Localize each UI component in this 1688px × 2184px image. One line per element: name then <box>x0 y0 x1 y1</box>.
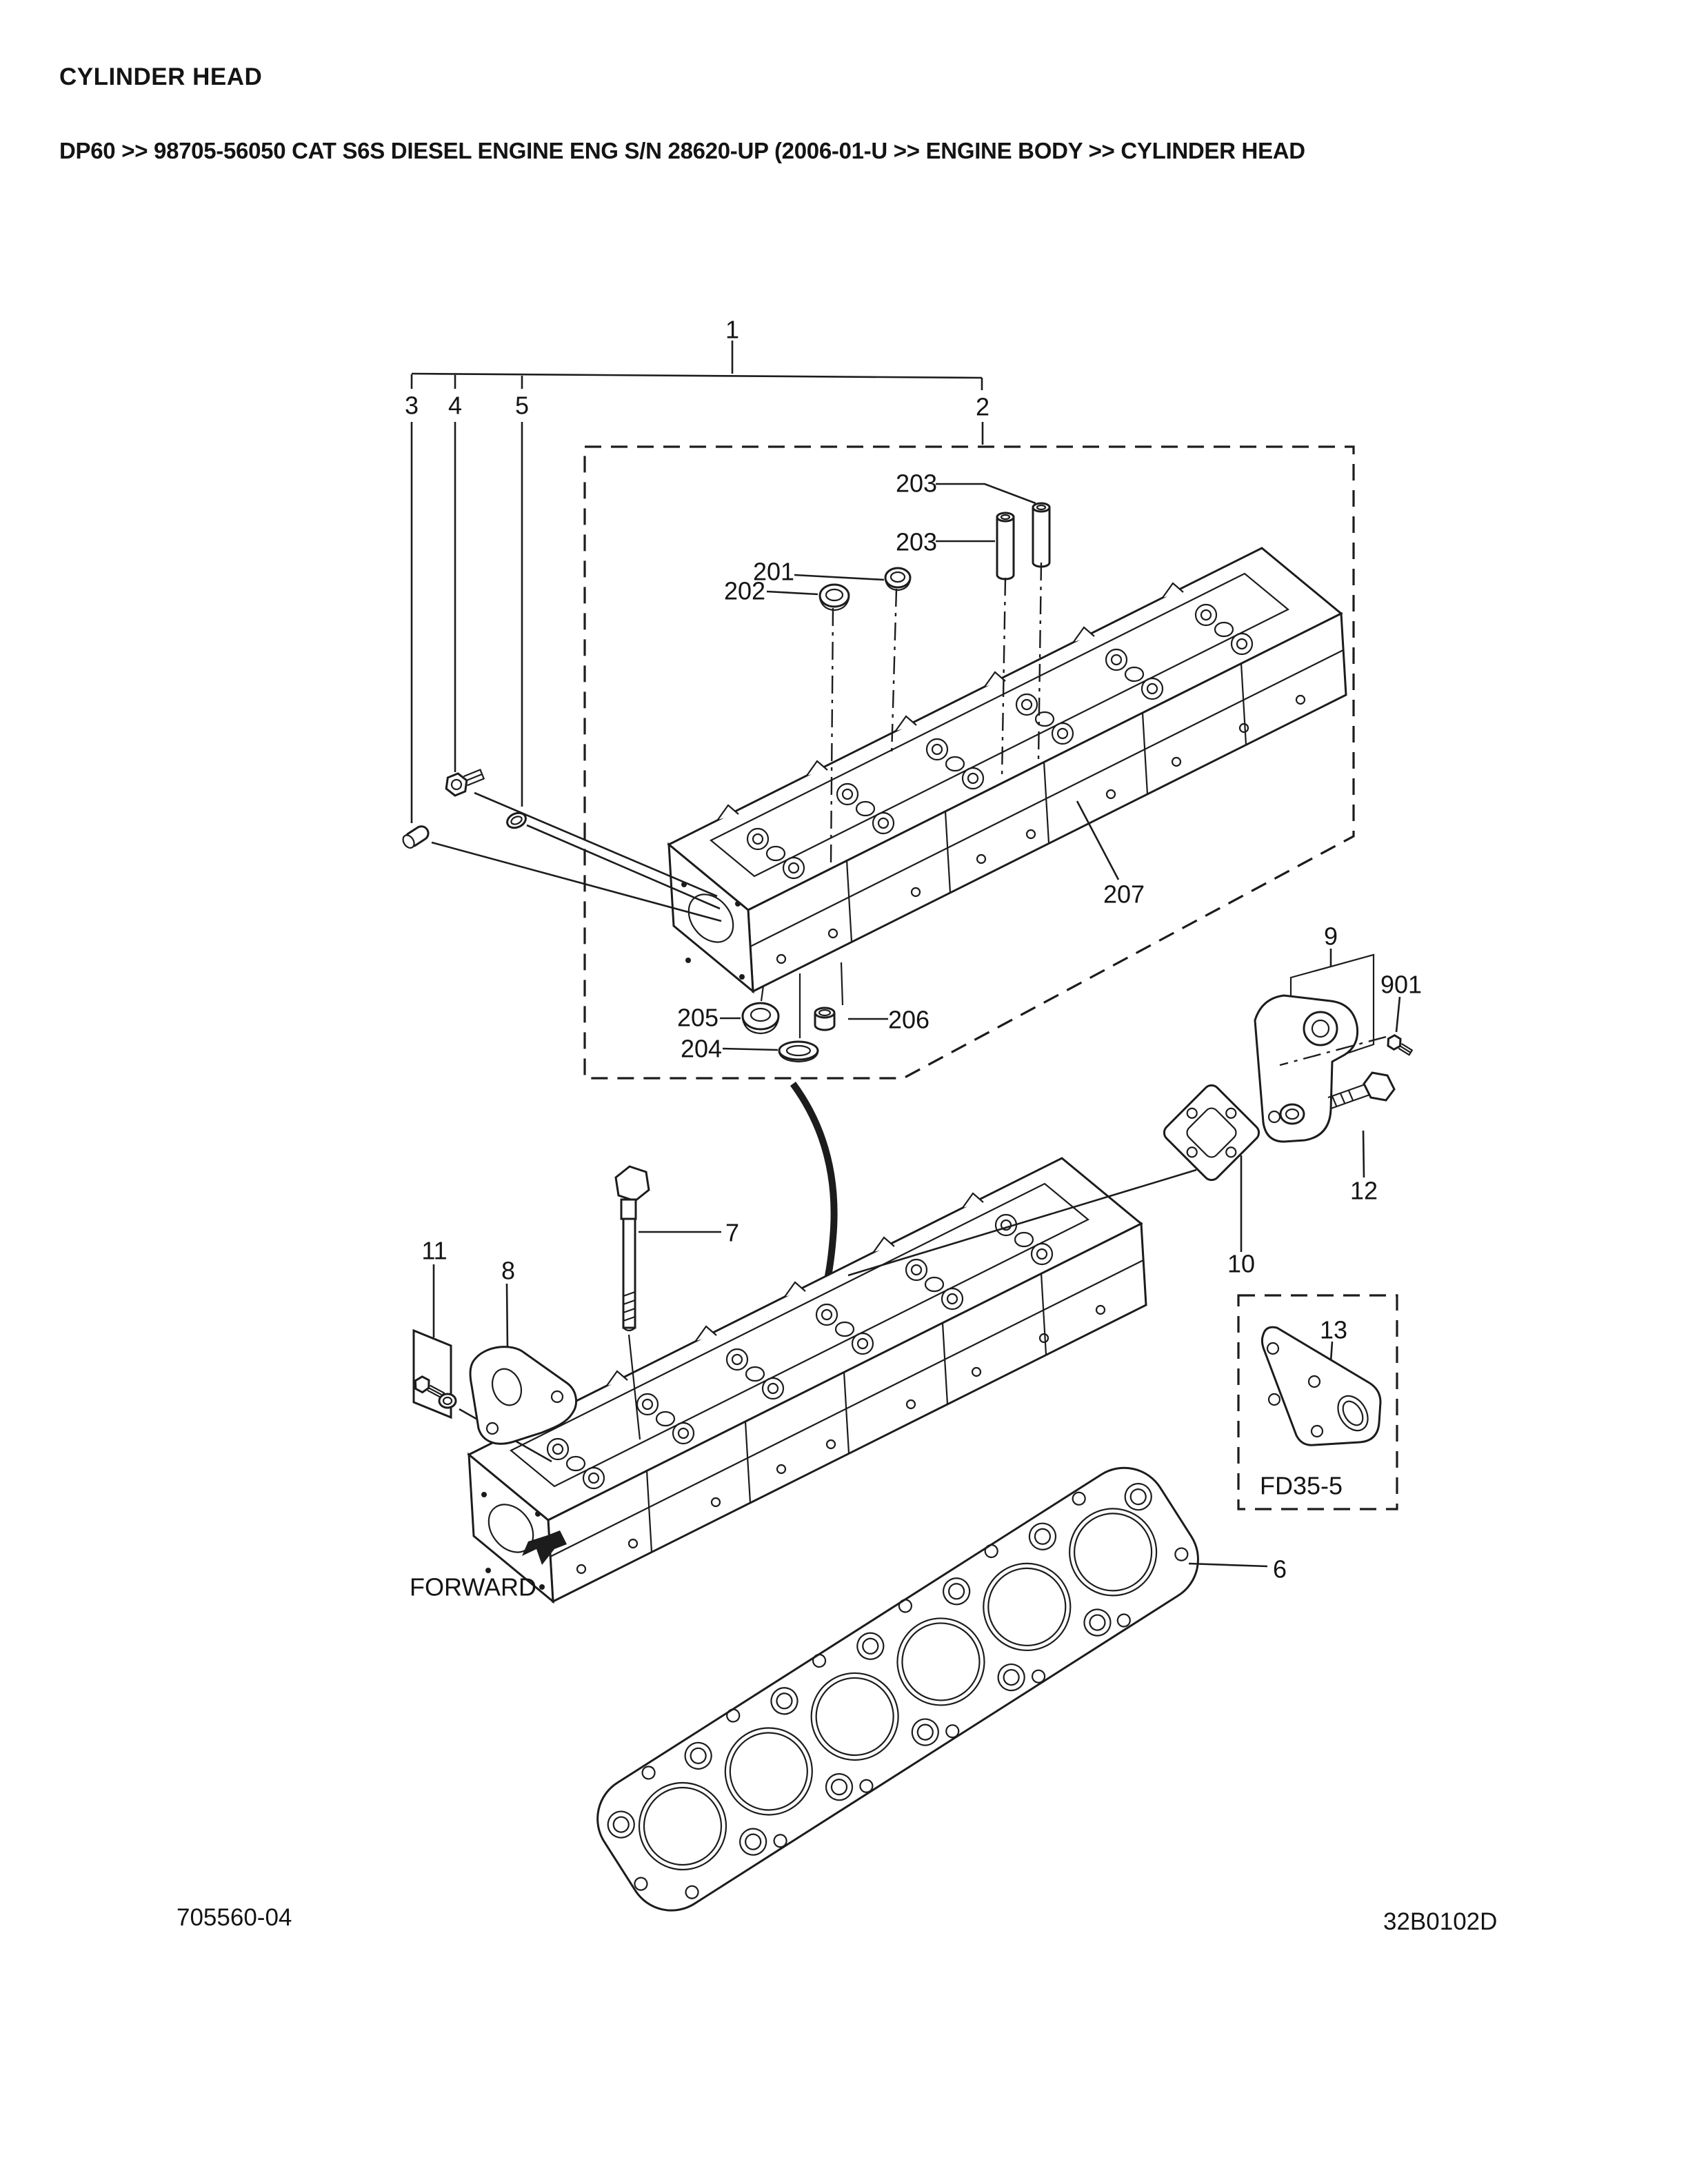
breadcrumb: DP60 >> 98705-56050 CAT S6S DIESEL ENGIN… <box>59 138 1305 163</box>
part-10-flange-gasket <box>847 1084 1260 1277</box>
upper-cylinder-head <box>667 547 1347 993</box>
part-8-bracket <box>469 1283 578 1445</box>
callout-206[interactable]: 206 <box>888 1006 930 1034</box>
part-5-o-ring <box>506 811 527 829</box>
callout-8[interactable]: 8 <box>501 1257 515 1285</box>
callout-201[interactable]: 201 <box>753 558 794 586</box>
part-4-hex-plug <box>445 769 485 797</box>
part-202-valve-seal <box>818 583 850 611</box>
page-title: CYLINDER HEAD <box>59 63 263 90</box>
figure-code: 32B0102D <box>1383 1908 1498 1935</box>
callout-207[interactable]: 207 <box>1103 880 1145 909</box>
part-901-bolt <box>1387 996 1414 1056</box>
callout-3[interactable]: 3 <box>405 392 419 420</box>
part-204-seat-ring <box>778 1040 819 1063</box>
callout-13[interactable]: 13 <box>1320 1316 1347 1344</box>
callout-204[interactable]: 204 <box>681 1035 722 1063</box>
callout-901[interactable]: 901 <box>1380 971 1422 999</box>
callout-9[interactable]: 9 <box>1324 922 1338 951</box>
part-6-head-gasket <box>596 1466 1268 1912</box>
callout-203b[interactable]: 203 <box>896 528 937 556</box>
part-205-cup-seal <box>741 1002 780 1035</box>
callout-tree-assembly <box>410 341 984 823</box>
callout-202[interactable]: 202 <box>724 577 765 605</box>
part-203-valve-guide-left <box>996 512 1015 580</box>
part-7-head-bolt <box>614 1165 721 1440</box>
leader-lines-upper <box>431 483 1120 1051</box>
callout-12[interactable]: 12 <box>1350 1177 1378 1205</box>
callout-10[interactable]: 10 <box>1227 1250 1255 1278</box>
callout-4[interactable]: 4 <box>448 392 462 420</box>
forward-arrow-icon <box>522 1530 567 1565</box>
part-9-lifting-bracket <box>1254 949 1387 1143</box>
group-box-head-assy <box>583 445 1355 1080</box>
callout-1[interactable]: 1 <box>725 316 739 344</box>
frame-label: FD35-5 <box>1260 1472 1343 1500</box>
part-11-plate-bolt <box>412 1264 552 1463</box>
part-3-cup-plug <box>402 825 430 849</box>
callout-5[interactable]: 5 <box>515 392 529 420</box>
callout-11[interactable]: 11 <box>421 1237 447 1265</box>
part-12-bolt-washer <box>1279 1071 1396 1178</box>
callout-7[interactable]: 7 <box>725 1219 739 1247</box>
part-201-valve-seal <box>884 567 912 592</box>
callout-2[interactable]: 2 <box>976 393 989 421</box>
part-203-valve-guide-right <box>1032 502 1051 568</box>
fd35-5-frame <box>1237 1294 1398 1510</box>
forward-label: FORWARD <box>410 1573 536 1601</box>
part-206-tappet-cap <box>814 1007 836 1031</box>
callout-205[interactable]: 205 <box>677 1004 719 1032</box>
callout-6[interactable]: 6 <box>1273 1555 1287 1584</box>
doc-number: 705560-04 <box>177 1904 292 1931</box>
callout-203a[interactable]: 203 <box>896 469 937 498</box>
